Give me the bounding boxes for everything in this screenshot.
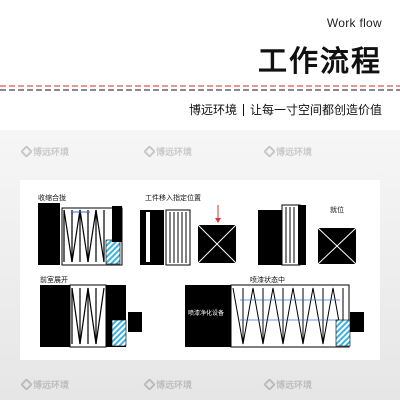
- page-title: 工作流程: [257, 44, 382, 78]
- watermark: 博远环境: [143, 378, 192, 391]
- watermark: 博远环境: [143, 145, 192, 158]
- slogan: 博远环境 让每一寸空间都创造价值: [189, 101, 382, 118]
- step-label-2: 工件移入指定位置: [145, 194, 201, 202]
- watermark: 博远环境: [263, 378, 312, 391]
- slogan-text: 让每一寸空间都创造价值: [249, 103, 382, 117]
- step4-figure: [40, 284, 142, 348]
- step5-figure: [185, 284, 364, 348]
- step3-figure: [258, 204, 357, 266]
- step1-figure: [38, 203, 123, 266]
- slogan-brand: 博远环境: [188, 103, 237, 117]
- watermark: 博远环境: [20, 378, 69, 391]
- watermark: 博远环境: [263, 145, 312, 158]
- step-label-1: 收缩合拢: [38, 194, 66, 202]
- divider: [242, 103, 244, 116]
- booth-tag: 喷漆净化设备: [188, 310, 225, 317]
- header-subtitle: Work flow: [326, 16, 382, 30]
- step-label-3: 就位: [330, 206, 344, 214]
- step-label-5: 喷漆状态中: [250, 276, 285, 284]
- header: Work flow 工作流程 博远环境 让每一寸空间都创造价值: [0, 0, 400, 130]
- watermark: 博远环境: [20, 145, 69, 158]
- decorative-rail: [0, 85, 400, 91]
- step-label-4: 前室展开: [40, 276, 68, 284]
- step2-figure: [140, 205, 237, 266]
